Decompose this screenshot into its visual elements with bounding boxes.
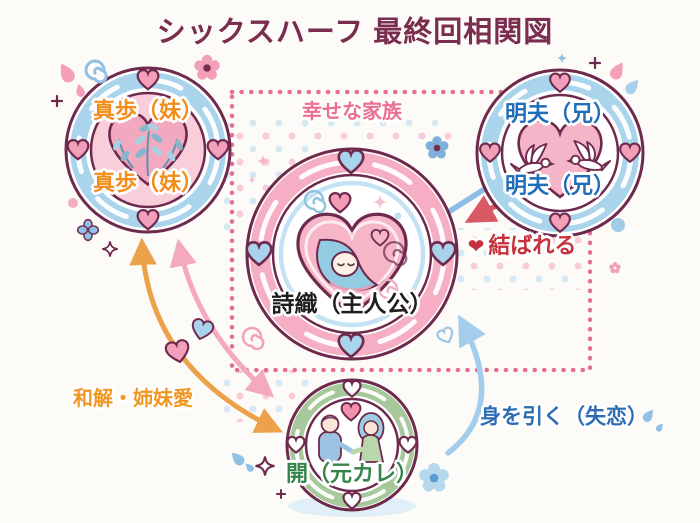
- akio-label-top: 明夫（兄）: [504, 101, 616, 126]
- teardrop-icon: [607, 59, 628, 82]
- kai-label: 開（元カレ）: [285, 461, 419, 486]
- heartbreak-arrow: [445, 314, 486, 456]
- page-title: シックスハーフ 最終回相関図: [156, 16, 554, 49]
- teardrop-icon: [654, 421, 666, 433]
- character-circle-maho: [64, 66, 232, 234]
- character-circle-akio: [475, 68, 645, 238]
- closed-eyes: [337, 263, 355, 267]
- character-circle-shiori: [245, 147, 459, 361]
- dot-decoration: [394, 212, 402, 220]
- man-body: [318, 431, 342, 463]
- reconciliation-label: 和解・姉妹愛: [73, 388, 193, 410]
- union-label-text: 結ばれる: [488, 233, 577, 258]
- plus-sparkle-icon: [50, 94, 64, 108]
- heart-with-leaves-icon: [108, 111, 188, 186]
- dove-icon: [509, 143, 555, 175]
- plus-sparkle-icon: [588, 56, 602, 70]
- heartbreak-label: 身を引く（失恋）: [480, 405, 648, 429]
- sparkle-icon: [556, 52, 568, 64]
- man-hair: [321, 415, 339, 423]
- swirl-icon: [241, 326, 265, 351]
- shiori-label: 詩織（主人公）: [271, 290, 433, 317]
- sparkle-icon: [101, 240, 119, 258]
- mother-heart-icon: [296, 212, 408, 316]
- maho-label-bottom: 真歩（妹）: [92, 170, 204, 195]
- teardrop-icon: [74, 82, 86, 98]
- plus-sparkle-icon: [276, 489, 286, 499]
- teardrop-icon: [227, 448, 247, 468]
- flower-icon: [425, 136, 449, 159]
- woman-face: [331, 251, 359, 277]
- dove-icon: [566, 140, 612, 172]
- woman-head: [363, 420, 379, 436]
- character-circle-kai: [285, 378, 419, 512]
- couple-icon: [318, 401, 385, 463]
- clover-icon: [76, 218, 100, 242]
- akio-label-bottom: 明夫（兄）: [504, 173, 616, 198]
- flower-icon: [419, 462, 449, 492]
- decorations: [50, 52, 666, 499]
- small-heart-outline-icon: [435, 325, 457, 347]
- flower-dot-icon: [609, 262, 621, 274]
- blue-heart-on-arrow-icon: [188, 316, 216, 343]
- teardrop-icon: [55, 60, 78, 85]
- teardrop-icon: [243, 461, 256, 474]
- happy-family-label: 幸せな家族: [302, 101, 402, 123]
- woman-dress: [358, 434, 385, 463]
- swirl-icon: [84, 59, 108, 84]
- sparkle-icon: [254, 455, 276, 477]
- red-heart-icon: ❤: [467, 236, 485, 258]
- union-label: ❤結ばれる: [467, 233, 577, 258]
- teardrop-icon: [623, 76, 643, 97]
- maho-label-top: 真歩（妹）: [92, 98, 204, 123]
- flower-icon: [194, 54, 220, 80]
